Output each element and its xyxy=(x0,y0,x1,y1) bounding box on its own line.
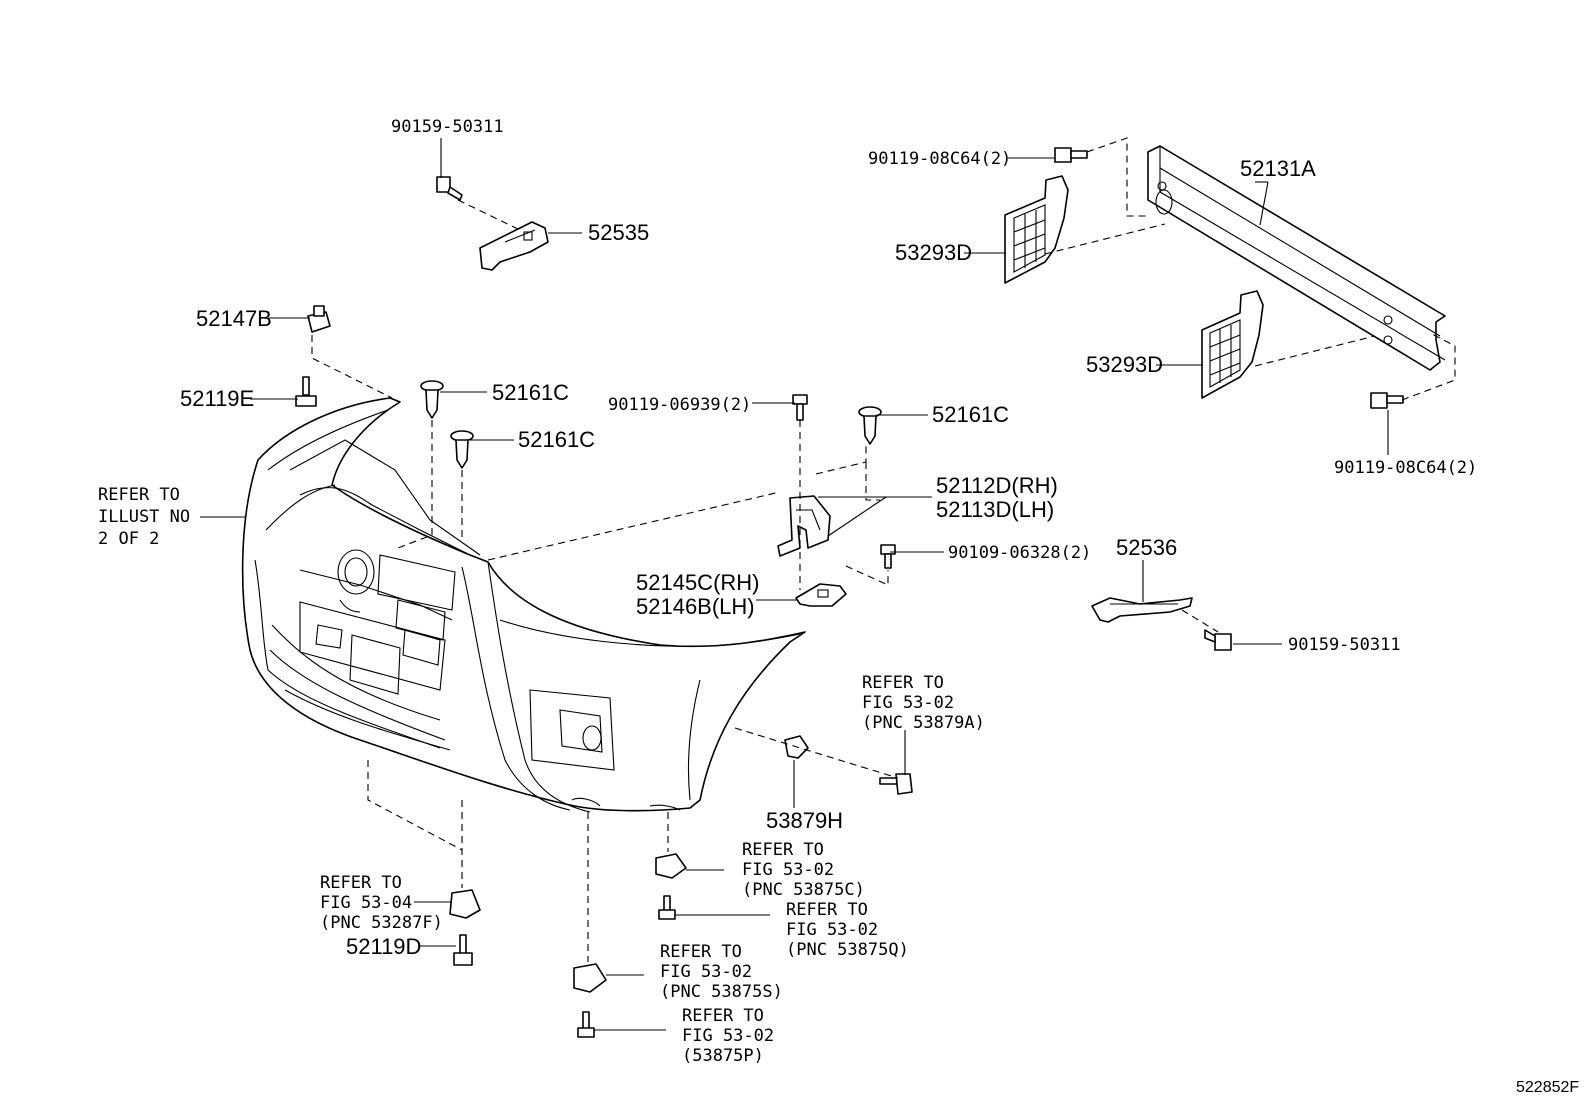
label-52119D: 52119D xyxy=(346,934,421,959)
label-52161C-a: 52161C xyxy=(492,380,569,405)
ref-pnc-53879A: REFER TO FIG 53-02 (PNC 53879A) xyxy=(862,673,985,733)
part-53875P-screw xyxy=(577,1011,595,1038)
ref-line: ILLUST NO xyxy=(98,507,190,527)
leader-lines xyxy=(200,138,1389,1031)
label-52161C-b: 52161C xyxy=(518,427,595,452)
ref-line: FIG 53-02 xyxy=(742,860,834,880)
ref-line: FIG 53-04 xyxy=(320,893,412,913)
ref-pnc-53875Q: REFER TO FIG 53-02 (PNC 53875Q) xyxy=(786,900,909,960)
ref-line: REFER TO xyxy=(660,942,742,962)
part-53287F-clip xyxy=(449,889,481,919)
label-52147B: 52147B xyxy=(196,306,272,331)
ref-line: REFER TO xyxy=(742,840,824,860)
label-90159-50311-right: 90159-50311 xyxy=(1288,635,1401,655)
label-90109-06328: 90109-06328(2) xyxy=(948,543,1091,563)
part-90109-06328-screw xyxy=(880,544,896,569)
ref-line: (PNC 53875C) xyxy=(742,880,865,900)
part-52145C-52146B-bracket xyxy=(795,583,847,607)
ref-illust-2-of-2: REFER TO ILLUST NO 2 OF 2 xyxy=(98,485,190,549)
ref-line: FIG 53-02 xyxy=(682,1026,774,1046)
label-52535: 52535 xyxy=(588,220,649,245)
ref-pnc-53875C: REFER TO FIG 53-02 (PNC 53875C) xyxy=(742,840,865,900)
ref-line: REFER TO xyxy=(682,1006,764,1026)
label-53879H: 53879H xyxy=(766,808,843,833)
ref-line: 2 OF 2 xyxy=(98,529,159,549)
figure-id: 522852F xyxy=(1516,1079,1579,1096)
part-52535-bracket xyxy=(479,221,549,271)
ref-line: FIG 53-02 xyxy=(862,693,954,713)
part-90119-06939-bolt xyxy=(792,394,808,421)
label-52145C: 52145C(RH) xyxy=(636,570,760,595)
ref-line: (PNC 53287F) xyxy=(320,913,443,933)
label-90119-08C64-top: 90119-08C64(2) xyxy=(868,149,1011,169)
part-52119D-screw xyxy=(453,934,473,966)
label-52112D: 52112D(RH) xyxy=(936,473,1058,498)
label-52131A: 52131A xyxy=(1240,156,1316,181)
ref-53875P: REFER TO FIG 53-02 (53875P) xyxy=(682,1006,774,1066)
part-53293D-absorber-upper xyxy=(1004,175,1069,284)
front-bumper-cover xyxy=(241,397,806,813)
ref-line: REFER TO xyxy=(862,673,944,693)
part-53875S-clip xyxy=(573,963,607,993)
part-52119E-screw xyxy=(295,376,317,407)
part-53875Q-screw xyxy=(658,895,676,920)
label-53293D-lower: 53293D xyxy=(1086,352,1163,377)
ref-line: REFER TO xyxy=(320,873,402,893)
part-52536-bracket xyxy=(1091,597,1193,623)
label-90159-50311-top: 90159-50311 xyxy=(391,117,504,137)
assembly-lines xyxy=(311,137,1456,962)
ref-line: REFER TO xyxy=(98,485,180,505)
label-52113D: 52113D(LH) xyxy=(936,497,1054,522)
label-52536: 52536 xyxy=(1116,535,1177,560)
part-90159-50311-bolt-top xyxy=(436,176,463,201)
label-90119-08C64-bottom: 90119-08C64(2) xyxy=(1334,458,1477,478)
part-52161C-clip-c xyxy=(858,406,882,445)
ref-pnc-53875S: REFER TO FIG 53-02 (PNC 53875S) xyxy=(660,942,783,1002)
part-90119-08C64-bolt-top xyxy=(1054,147,1088,163)
ref-line: (PNC 53879A) xyxy=(862,713,985,733)
part-52161C-clip-a xyxy=(420,380,444,419)
part-52112D-52113D-bracket xyxy=(777,495,831,557)
label-52146B: 52146B(LH) xyxy=(636,594,755,619)
ref-line: (53875P) xyxy=(682,1046,764,1066)
ref-line: FIG 53-02 xyxy=(786,920,878,940)
part-52147B-clip xyxy=(307,305,331,333)
label-52119E: 52119E xyxy=(180,386,254,411)
part-53875C-clip xyxy=(655,853,687,879)
ref-line: REFER TO xyxy=(786,900,868,920)
ref-line: (PNC 53875S) xyxy=(660,982,783,1002)
ref-line: FIG 53-02 xyxy=(660,962,752,982)
label-52161C-c: 52161C xyxy=(932,402,1009,427)
part-53293D-absorber-lower xyxy=(1201,290,1264,399)
ref-line: (PNC 53875Q) xyxy=(786,940,909,960)
ref-pnc-53287F: REFER TO FIG 53-04 (PNC 53287F) xyxy=(320,873,443,933)
label-53293D-upper: 53293D xyxy=(895,240,972,265)
part-90119-08C64-bolt-bottom xyxy=(1370,392,1404,409)
part-90159-50311-bolt-right xyxy=(1204,629,1232,651)
part-52131A-reinforcement xyxy=(1147,145,1446,371)
part-52161C-clip-b xyxy=(450,430,474,469)
label-90119-06939: 90119-06939(2) xyxy=(608,395,751,415)
